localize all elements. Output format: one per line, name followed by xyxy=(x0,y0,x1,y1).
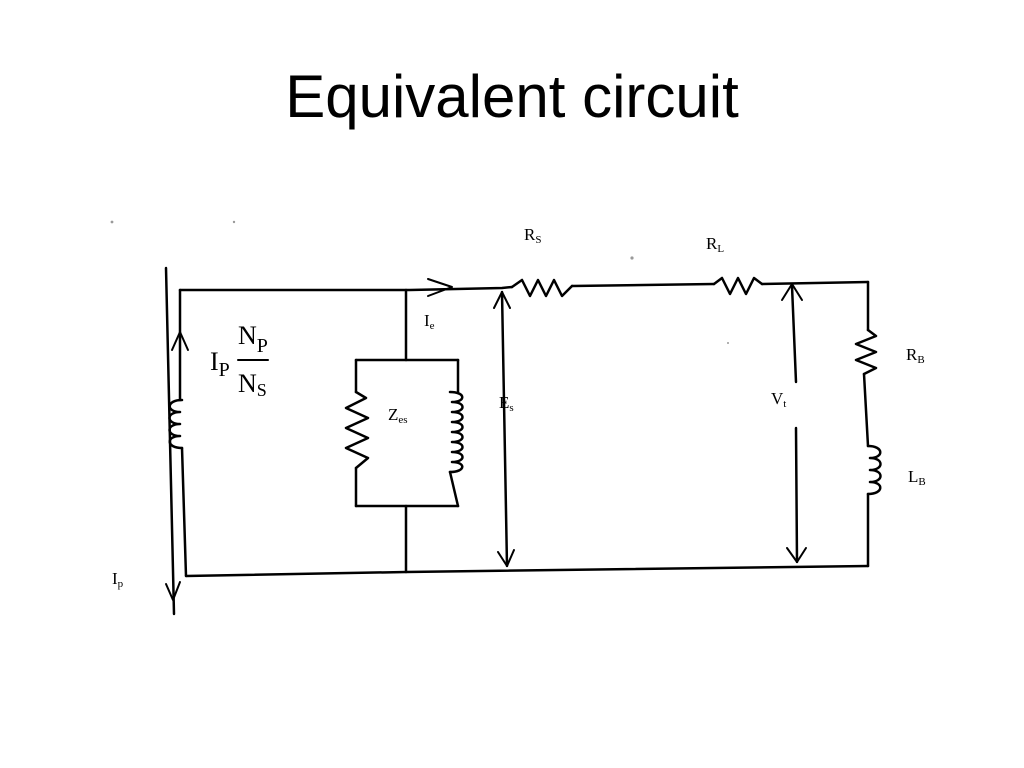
es-label: Es xyxy=(499,393,514,414)
ie-label: Ie xyxy=(424,311,435,332)
zes-coil-icon xyxy=(448,390,464,474)
rb-label: RB xyxy=(906,345,925,366)
zes-label: Zes xyxy=(388,405,408,426)
current-source-branch xyxy=(168,288,189,578)
primary-current-line xyxy=(164,266,181,616)
ie-arrow xyxy=(427,278,453,297)
source-current-label: IP xyxy=(210,347,230,381)
source-up-arrow xyxy=(171,331,189,351)
top-wire xyxy=(178,285,514,292)
ratio-denominator: NS xyxy=(238,369,267,400)
rs-label: RS xyxy=(524,225,541,246)
vt-voltage-arrow xyxy=(781,283,807,564)
zes-resistor-icon xyxy=(344,390,370,470)
source-ratio-label: IP NP NS xyxy=(210,321,269,400)
ip-label: Ip xyxy=(112,569,124,590)
source-coil-icon xyxy=(168,398,184,450)
scan-specks xyxy=(110,220,729,344)
es-voltage-arrow xyxy=(493,290,515,568)
lb-coil-icon xyxy=(866,444,882,496)
rl-label: RL xyxy=(706,234,724,255)
slide-title: Equivalent circuit xyxy=(285,63,739,130)
primary-down-arrow xyxy=(165,581,181,601)
rl-resistor-icon xyxy=(712,276,764,296)
vt-label: Vt xyxy=(771,389,786,410)
lb-label: LB xyxy=(908,467,926,488)
rs-resistor-icon xyxy=(510,278,574,298)
bottom-wire xyxy=(184,564,870,578)
ratio-numerator: NP xyxy=(238,321,268,357)
shunt-branch xyxy=(344,288,464,574)
rb-resistor-icon xyxy=(854,328,878,376)
